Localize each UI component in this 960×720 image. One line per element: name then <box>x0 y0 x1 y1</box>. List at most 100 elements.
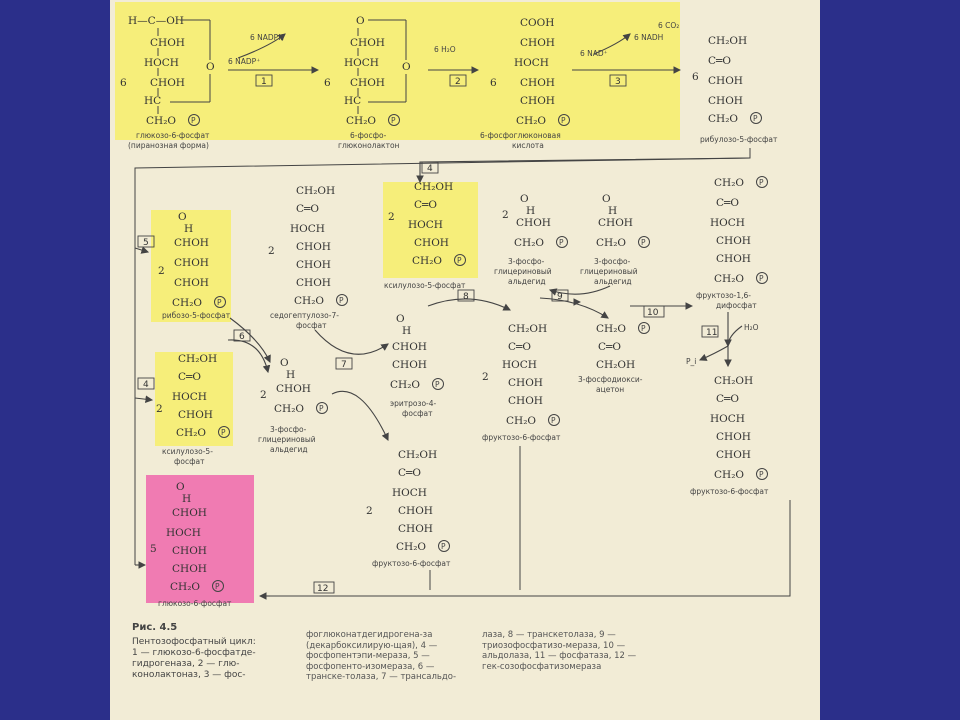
svg-text:CHOH: CHOH <box>508 377 543 389</box>
svg-text:CH₂O: CH₂O <box>506 415 536 427</box>
svg-text:HOCH: HOCH <box>344 57 379 69</box>
svg-text:12: 12 <box>317 584 328 594</box>
svg-text:CHOH: CHOH <box>716 449 751 461</box>
svg-text:CHOH: CHOH <box>398 505 433 517</box>
xylulose5p-left-highlight <box>155 352 233 446</box>
svg-text:CHOH: CHOH <box>708 75 743 87</box>
svg-text:H: H <box>182 493 191 505</box>
svg-text:CHOH: CHOH <box>516 217 551 229</box>
svg-text:P: P <box>441 542 446 551</box>
svg-text:ксилулозо-5-: ксилулозо-5- <box>162 447 213 456</box>
svg-text:CHOH: CHOH <box>150 77 185 89</box>
svg-text:6 NADPH: 6 NADPH <box>250 33 284 42</box>
svg-text:фруктозо-6-фосфат: фруктозо-6-фосфат <box>690 487 769 496</box>
svg-text:HOCH: HOCH <box>514 57 549 69</box>
pentose-phosphate-cycle-diagram: H—C—OH CHOH HOCH CHOH HC CH₂O P O 6 глюк… <box>115 2 791 608</box>
svg-text:CHOH: CHOH <box>174 277 209 289</box>
svg-text:глицериновый: глицериновый <box>580 267 638 276</box>
svg-text:CH₂OH: CH₂OH <box>714 375 753 387</box>
svg-text:CHOH: CHOH <box>392 341 427 353</box>
svg-text:3-фосфодиокси-: 3-фосфодиокси- <box>578 375 643 384</box>
svg-text:CHOH: CHOH <box>520 77 555 89</box>
svg-text:6-фосфо-: 6-фосфо- <box>350 131 387 140</box>
svg-text:6: 6 <box>324 77 331 89</box>
svg-text:CH₂O: CH₂O <box>412 255 442 267</box>
svg-text:H: H <box>526 205 535 217</box>
svg-text:HOCH: HOCH <box>144 57 179 69</box>
svg-text:4: 4 <box>143 380 149 390</box>
top-row-highlight <box>115 2 680 140</box>
svg-text:CHOH: CHOH <box>172 563 207 575</box>
svg-text:CHOH: CHOH <box>598 217 633 229</box>
svg-text:1: 1 <box>261 77 267 87</box>
svg-text:HOCH: HOCH <box>710 413 745 425</box>
svg-text:2: 2 <box>156 403 163 415</box>
svg-text:P: P <box>391 116 396 125</box>
svg-text:CH₂O: CH₂O <box>596 237 626 249</box>
svg-text:CH₂OH: CH₂OH <box>296 185 335 197</box>
svg-text:P: P <box>561 116 566 125</box>
svg-text:HC: HC <box>144 95 161 107</box>
svg-text:CHOH: CHOH <box>350 37 385 49</box>
svg-text:3-фосфо-: 3-фосфо- <box>270 425 307 434</box>
svg-text:9: 9 <box>557 292 563 302</box>
svg-text:HOCH: HOCH <box>166 527 201 539</box>
figure-caption: Рис. 4.5 Пентозофосфатный цикл: 1 — глюк… <box>132 622 292 681</box>
svg-text:CH₂OH: CH₂OH <box>414 181 453 193</box>
svg-text:6-фосфоглюконовая: 6-фосфоглюконовая <box>480 131 561 140</box>
svg-text:C═O: C═O <box>508 341 531 353</box>
svg-text:фруктозо-6-фосфат: фруктозо-6-фосфат <box>372 559 451 568</box>
svg-text:HOCH: HOCH <box>290 223 325 235</box>
svg-text:O: O <box>206 61 215 73</box>
svg-text:CH₂O: CH₂O <box>714 273 744 285</box>
svg-text:седогептулозо-7-: седогептулозо-7- <box>270 311 339 320</box>
svg-text:CHOH: CHOH <box>508 395 543 407</box>
svg-text:глюкозо-6-фосфат: глюкозо-6-фосфат <box>158 599 232 608</box>
svg-text:C═O: C═O <box>708 55 731 67</box>
svg-text:P: P <box>759 470 764 479</box>
svg-text:CHOH: CHOH <box>520 95 555 107</box>
svg-text:эритрозо-4-: эритрозо-4- <box>390 399 437 408</box>
svg-text:P: P <box>319 404 324 413</box>
svg-text:P: P <box>559 238 564 247</box>
svg-text:P: P <box>217 298 222 307</box>
svg-text:CHOH: CHOH <box>172 545 207 557</box>
svg-text:P: P <box>339 296 344 305</box>
svg-text:6 H₂O: 6 H₂O <box>434 45 456 54</box>
svg-text:C═O: C═O <box>296 203 319 215</box>
svg-text:CHOH: CHOH <box>276 383 311 395</box>
fructose6p-mid-structure: CH₂OH C═O HOCH CHOH CHOH CH₂O P 2 фрукто… <box>482 323 561 442</box>
svg-text:H: H <box>402 325 411 337</box>
svg-text:2: 2 <box>260 389 267 401</box>
svg-text:P: P <box>435 380 440 389</box>
svg-text:3-фосфо-: 3-фосфо- <box>594 257 631 266</box>
svg-text:CH₂O: CH₂O <box>514 237 544 249</box>
svg-text:O: O <box>176 481 185 493</box>
svg-text:дифосфат: дифосфат <box>716 301 757 310</box>
svg-text:HOCH: HOCH <box>392 487 427 499</box>
svg-text:CH₂O: CH₂O <box>294 295 324 307</box>
svg-text:CH₂O: CH₂O <box>708 113 738 125</box>
svg-text:P: P <box>641 238 646 247</box>
svg-text:O: O <box>520 193 529 205</box>
svg-text:C═O: C═O <box>716 393 739 405</box>
svg-text:CH₂OH: CH₂OH <box>708 35 747 47</box>
ribose5p-highlight <box>151 210 231 322</box>
xylulose5p-left-structure: CH₂OH C═O HOCH CHOH CH₂O P 2 ксилулозо-5… <box>156 353 230 466</box>
svg-text:CHOH: CHOH <box>392 359 427 371</box>
svg-text:HOCH: HOCH <box>408 219 443 231</box>
svg-text:C═O: C═O <box>178 371 201 383</box>
svg-text:P_i: P_i <box>686 357 696 366</box>
svg-text:глюконолактон: глюконолактон <box>338 141 400 150</box>
dhap-structure: CH₂O P C═O CH₂OH 3-фосфодиокси- ацетон <box>578 322 650 394</box>
svg-text:P: P <box>457 256 462 265</box>
svg-text:HOCH: HOCH <box>172 391 207 403</box>
svg-text:кислота: кислота <box>512 141 544 150</box>
svg-text:P: P <box>221 428 226 437</box>
svg-text:8: 8 <box>463 292 469 302</box>
legend-part-3: лаза, 8 — транскетолаза, 9 — триозофосфа… <box>482 630 637 672</box>
svg-text:CH₂O: CH₂O <box>714 469 744 481</box>
svg-text:P: P <box>759 178 764 187</box>
svg-text:2: 2 <box>502 209 509 221</box>
svg-text:CH₂O: CH₂O <box>390 379 420 391</box>
